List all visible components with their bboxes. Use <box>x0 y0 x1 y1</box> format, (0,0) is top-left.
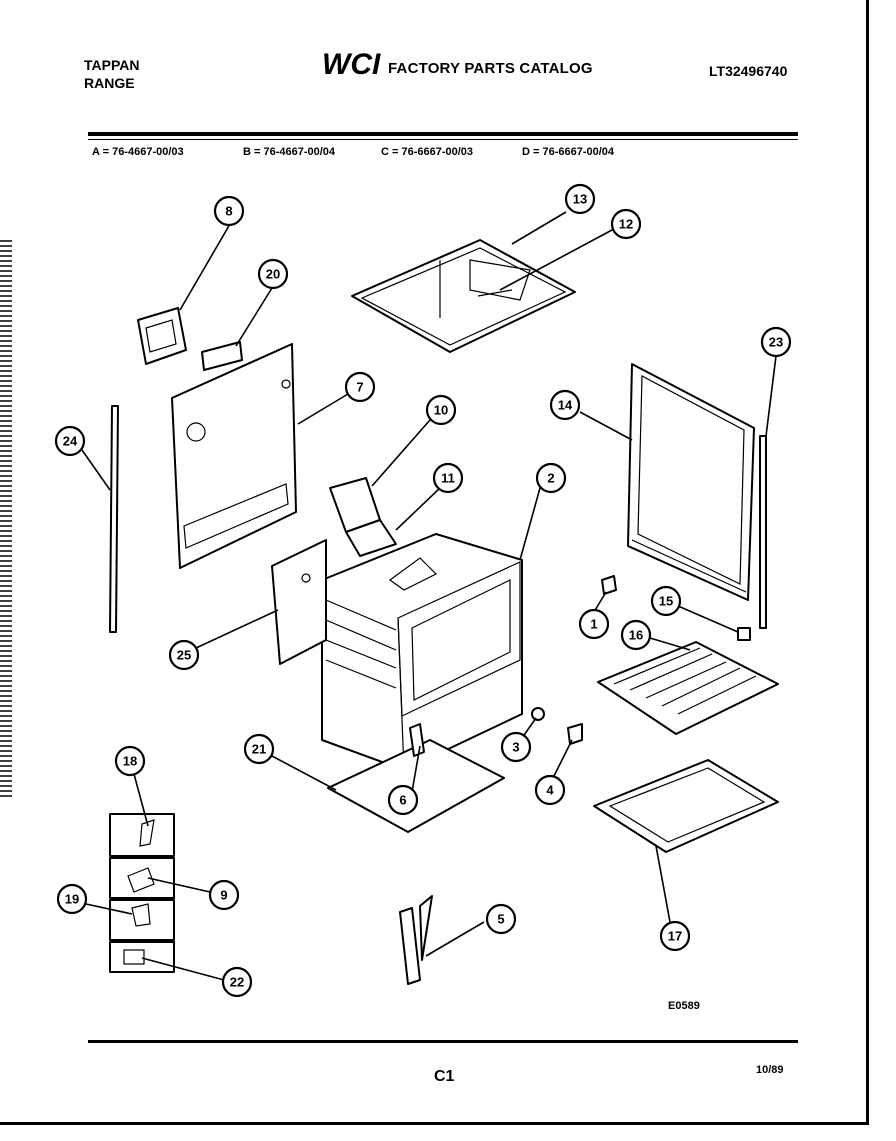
svg-text:3: 3 <box>512 740 519 755</box>
part-3-bushing <box>531 707 545 721</box>
callout-5: 5 <box>485 903 517 935</box>
svg-text:8: 8 <box>225 204 232 219</box>
page-border-bottom <box>0 1122 869 1125</box>
callout-12: 12 <box>610 208 642 240</box>
svg-text:6: 6 <box>399 793 406 808</box>
callout-1: 1 <box>578 608 610 640</box>
callout-24: 24 <box>54 425 86 457</box>
part-cooktop <box>351 239 576 353</box>
svg-text:19: 19 <box>65 892 79 907</box>
callout-21: 21 <box>243 733 275 765</box>
callout-9: 9 <box>208 879 240 911</box>
callout-17: 17 <box>659 920 691 952</box>
svg-text:13: 13 <box>573 192 587 207</box>
part-4-spring <box>567 723 583 745</box>
callout-19: 19 <box>56 883 88 915</box>
part-14-door-frame <box>627 363 755 601</box>
svg-text:17: 17 <box>668 929 682 944</box>
part-1-knob <box>601 575 617 595</box>
callout-15: 15 <box>650 585 682 617</box>
svg-text:23: 23 <box>769 335 783 350</box>
footer-rule <box>88 1040 798 1043</box>
svg-text:15: 15 <box>659 594 673 609</box>
brand-name: TAPPAN <box>84 57 140 73</box>
part-5-tool <box>399 895 433 985</box>
catalog-number: LT32496740 <box>709 63 788 79</box>
page-border-right <box>866 0 869 1125</box>
part-2-oven-body <box>321 533 523 771</box>
svg-text:10: 10 <box>434 403 448 418</box>
part-7-back-panel <box>171 343 297 569</box>
model-d: D = 76-6667-00/04 <box>522 146 615 158</box>
callout-25: 25 <box>168 639 200 671</box>
scan-edge-artifact <box>0 240 12 800</box>
callout-20: 20 <box>257 258 289 290</box>
part-10-vent <box>329 477 397 557</box>
leader-lines <box>81 211 777 981</box>
product-type: RANGE <box>84 75 135 91</box>
svg-text:2: 2 <box>547 471 554 486</box>
svg-text:1: 1 <box>590 617 597 632</box>
svg-text:11: 11 <box>441 471 455 486</box>
model-b: B = 76-4667-00/04 <box>243 146 336 158</box>
model-c: C = 76-6667-00/03 <box>381 146 474 158</box>
callout-18: 18 <box>114 745 146 777</box>
callout-8: 8 <box>213 195 245 227</box>
part-21-bottom <box>327 739 505 833</box>
callout-22: 22 <box>221 966 253 998</box>
part-16-oven-rack <box>597 641 779 735</box>
callout-3: 3 <box>500 731 532 763</box>
callout-4: 4 <box>534 774 566 806</box>
svg-text:5: 5 <box>497 912 504 927</box>
callout-6: 6 <box>387 784 419 816</box>
svg-text:24: 24 <box>63 434 78 449</box>
callout-2: 2 <box>535 462 567 494</box>
page-number: C1 <box>434 1068 455 1085</box>
svg-text:14: 14 <box>558 398 573 413</box>
header-rule <box>88 132 798 136</box>
model-a: A = 76-4667-00/03 <box>92 146 184 158</box>
svg-text:25: 25 <box>177 648 191 663</box>
callout-13: 13 <box>564 183 596 215</box>
callout-23: 23 <box>760 326 792 358</box>
svg-text:18: 18 <box>123 754 137 769</box>
callout-11: 11 <box>432 462 464 494</box>
svg-text:16: 16 <box>629 628 643 643</box>
part-23-rod <box>759 435 767 629</box>
svg-text:12: 12 <box>619 217 633 232</box>
callout-14: 14 <box>549 389 581 421</box>
svg-text:4: 4 <box>546 783 554 798</box>
svg-text:7: 7 <box>356 380 363 395</box>
part-8-bracket <box>137 307 187 365</box>
catalog-date: 10/89 <box>756 1064 784 1076</box>
part-15-leveler <box>737 627 751 641</box>
wci-logo: WCI <box>322 48 381 78</box>
callout-10: 10 <box>425 394 457 426</box>
header-rule-thin <box>88 139 798 140</box>
part-17-broiler-pan <box>593 759 779 853</box>
logo-text: WCI <box>322 48 381 78</box>
callout-16: 16 <box>620 619 652 651</box>
diagram-id: E0589 <box>668 1000 700 1012</box>
svg-text:9: 9 <box>220 888 227 903</box>
small-parts-boxes <box>109 813 175 973</box>
callout-7: 7 <box>344 371 376 403</box>
part-20-clip <box>201 341 243 371</box>
part-6-hinge <box>409 723 425 757</box>
catalog-title: FACTORY PARTS CATALOG <box>388 60 593 77</box>
svg-text:20: 20 <box>266 267 280 282</box>
part-24-rod <box>109 405 119 633</box>
svg-text:22: 22 <box>230 975 244 990</box>
brand-label: TAPPAN RANGE <box>84 56 139 92</box>
svg-text:21: 21 <box>252 742 266 757</box>
part-25-side-panel <box>271 539 327 665</box>
